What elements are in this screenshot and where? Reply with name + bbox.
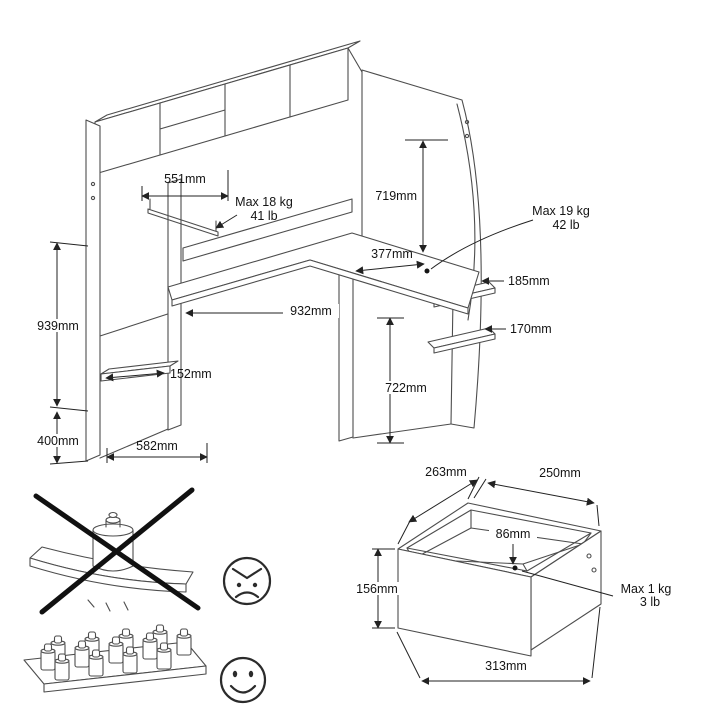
- dim-313-label: 313mm: [485, 659, 527, 673]
- under-desk-support: [338, 263, 354, 442]
- peg-hole: [90, 181, 96, 187]
- peg-hole: [90, 195, 96, 201]
- dim-377-label: 377mm: [371, 247, 413, 261]
- left-upright-panel: [85, 119, 101, 462]
- stress-marks: [87, 599, 129, 612]
- dim-185: 185mm: [481, 274, 550, 288]
- drawer-detail: [397, 502, 602, 657]
- dim-582-label: 582mm: [136, 439, 178, 453]
- dim-170-label: 170mm: [510, 322, 552, 336]
- dim-152-label: 152mm: [170, 367, 212, 381]
- max-load-desktop-kg: Max 19 kg: [532, 204, 590, 218]
- back-panel-bottom-edge: [99, 309, 181, 337]
- dimensions-main: 551mm 719mm 377mm 932mm 185mm 170mm 152m…: [35, 139, 552, 465]
- furniture-drawing: [85, 40, 496, 462]
- max-load-rail: Max 18 kg 41 lb: [215, 195, 293, 229]
- max-load-rail-kg: Max 18 kg: [235, 195, 293, 209]
- dim-722-label: 722mm: [385, 381, 427, 395]
- corner-join-line: [347, 47, 363, 73]
- dim-170: 170mm: [484, 322, 552, 336]
- dim-156-label: 156mm: [356, 582, 398, 596]
- bowed-shelf-front: [29, 557, 187, 593]
- dim-551: 551mm: [141, 170, 229, 201]
- dim-263: 263mm: [397, 465, 480, 545]
- max-load-drawer-kg: Max 1 kg: [621, 582, 672, 596]
- dim-377: 377mm: [355, 247, 425, 275]
- max-load-rail-lb: 41 lb: [250, 209, 277, 223]
- distributed-load-board: [23, 624, 207, 693]
- dim-263-label: 263mm: [425, 465, 467, 479]
- max-load-desktop-lb: 42 lb: [552, 218, 579, 232]
- screw-hole: [591, 567, 597, 573]
- max-load-desktop: Max 19 kg 42 lb: [430, 204, 590, 270]
- drawer-load-point: [512, 565, 518, 571]
- dim-939-label: 939mm: [37, 319, 79, 333]
- dim-719-label: 719mm: [375, 189, 417, 203]
- dim-939: 939mm: [35, 241, 89, 412]
- drawer-front-panel: [397, 548, 532, 657]
- peg-hole: [464, 119, 470, 125]
- dim-932: 932mm: [185, 304, 339, 318]
- flat-board-front: [43, 665, 207, 693]
- back-rail: [182, 198, 353, 262]
- dim-156: 156mm: [353, 548, 401, 629]
- dim-152: 152mm: [105, 367, 212, 382]
- max-load-drawer-lb: 3 lb: [640, 595, 660, 609]
- overhead-shelf-dividers: [159, 64, 291, 156]
- right-shelf-lower: [427, 327, 496, 354]
- dim-250: 250mm: [473, 466, 600, 527]
- max-load-drawer: Max 1 kg 3 lb: [521, 570, 672, 609]
- warning-concentrated-load: [29, 487, 201, 615]
- dim-722: 722mm: [377, 317, 429, 444]
- dim-582: 582mm: [106, 439, 208, 463]
- dim-400: 400mm: [35, 411, 89, 465]
- screw-hole: [586, 553, 592, 559]
- happy-face-icon: [219, 656, 267, 704]
- prohibited-cross-icon: [33, 487, 201, 615]
- dim-185-label: 185mm: [508, 274, 550, 288]
- angry-face-icon: [222, 556, 272, 606]
- desktop-load-point: [424, 268, 430, 274]
- peg-hole: [464, 133, 470, 139]
- dim-86-label: 86mm: [496, 527, 531, 541]
- dim-400-label: 400mm: [37, 434, 79, 448]
- dim-86: 86mm: [489, 527, 537, 571]
- dim-313: 313mm: [396, 606, 601, 685]
- dim-250-label: 250mm: [539, 466, 581, 480]
- clothes-rail: [147, 198, 219, 237]
- desktop-front-edge: [171, 259, 469, 315]
- dim-719: 719mm: [375, 139, 448, 253]
- dimensions-drawer: 263mm 250mm 86mm 156mm 313mm Max 1 kg: [353, 465, 672, 685]
- max-load-labels: Max 18 kg 41 lb Max 19 kg 42 lb: [215, 195, 590, 270]
- dim-551-label: 551mm: [164, 172, 206, 186]
- dim-932-label: 932mm: [290, 304, 332, 318]
